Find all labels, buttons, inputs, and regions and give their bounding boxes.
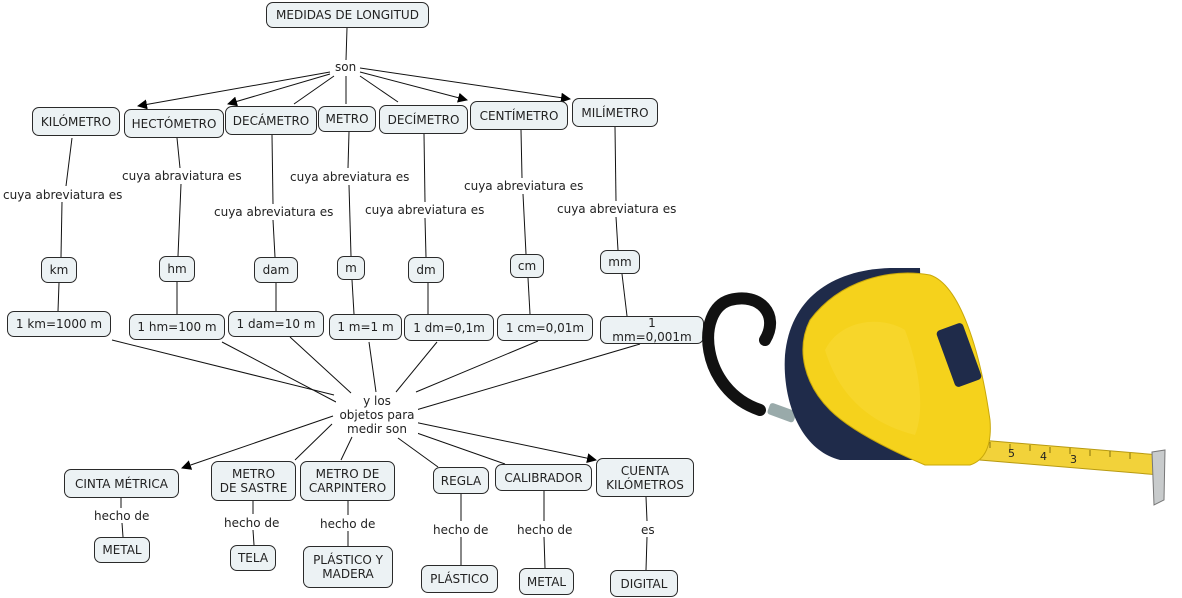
tape-number-5: 5 <box>1008 447 1015 460</box>
connector-line <box>520 129 523 179</box>
object-cuenta-kilometros[interactable]: CUENTA KILÓMETROS <box>596 458 694 497</box>
object-metro-carpintero[interactable]: METRO DE CARPINTERO <box>300 461 395 501</box>
object-metro-sastre[interactable]: METRO DE SASTRE <box>211 461 296 501</box>
link-abbr-mm: cuya abreviatura es <box>556 202 678 216</box>
connector-line <box>351 279 355 315</box>
connector-line <box>252 529 255 546</box>
connector-line <box>294 423 333 461</box>
connector-line <box>615 216 619 251</box>
unit-metro[interactable]: METRO <box>318 106 376 132</box>
link-abbr-m: cuya abreviatura es <box>289 170 411 184</box>
material-metal-2[interactable]: METAL <box>519 568 574 595</box>
connector-line <box>359 75 399 103</box>
connector-line <box>413 421 597 464</box>
equiv-dm[interactable]: 1 dm=0,1m <box>404 314 494 341</box>
connector-line <box>177 183 182 257</box>
connector-line <box>423 133 426 203</box>
unit-hectometro[interactable]: HECTÓMETRO <box>124 109 224 138</box>
link-abbr-dm: cuya abreviatura es <box>364 203 486 217</box>
unit-decametro[interactable]: DECÁMETRO <box>225 106 317 135</box>
material-plastico[interactable]: PLÁSTICO <box>421 565 498 593</box>
link-abbr-km: cuya abreviatura es <box>2 188 124 202</box>
connector-line <box>340 436 353 461</box>
abbr-cm[interactable]: cm <box>510 254 544 278</box>
object-regla[interactable]: REGLA <box>433 467 489 494</box>
equiv-m[interactable]: 1 m=1 m <box>329 314 402 340</box>
connector-line <box>424 217 427 258</box>
connector-line <box>121 522 124 538</box>
link-abbr-cm: cuya abreviatura es <box>463 179 585 193</box>
material-digital[interactable]: DIGITAL <box>610 570 678 597</box>
connector-line <box>345 27 348 61</box>
abbr-mm[interactable]: mm <box>600 250 640 274</box>
link-is-digital: es <box>640 523 656 537</box>
link-son: son <box>334 60 358 74</box>
tape-hook <box>1151 449 1166 506</box>
link-objects: y los objetos para medir son <box>336 394 418 436</box>
connector-line <box>57 282 60 312</box>
link-made-of-regla: hecho de <box>432 523 490 537</box>
connector-line <box>181 415 334 470</box>
connector-line <box>348 184 352 257</box>
connector-line <box>221 341 337 403</box>
connector-line <box>543 536 546 569</box>
connector-line <box>60 201 63 258</box>
connector-line <box>65 137 73 187</box>
connector-line <box>176 137 181 169</box>
connector-line <box>368 341 377 393</box>
abbr-dam[interactable]: dam <box>254 257 298 283</box>
link-made-of-calibrador: hecho de <box>516 523 574 537</box>
link-abbr-hm: cuya abraviatura es <box>121 169 243 183</box>
unit-kilometro[interactable]: KILÓMETRO <box>32 107 120 136</box>
link-made-of-carpintero: hecho de <box>319 517 377 531</box>
connector-line <box>413 431 506 465</box>
material-metal-1[interactable]: METAL <box>94 537 150 563</box>
strap-icon <box>702 292 776 416</box>
material-tela[interactable]: TELA <box>230 545 276 571</box>
abbr-hm[interactable]: hm <box>159 256 195 282</box>
connector-line <box>645 496 648 522</box>
abbr-dm[interactable]: dm <box>408 257 444 283</box>
equiv-dam[interactable]: 1 dam=10 m <box>228 311 324 337</box>
unit-decimetro[interactable]: DECÍMETRO <box>379 105 468 134</box>
lock-button <box>936 323 982 387</box>
connector-line <box>289 336 352 394</box>
connector-line <box>522 193 527 255</box>
connector-line <box>415 343 641 411</box>
tape-number-3: 3 <box>1070 453 1077 466</box>
connector-line <box>293 75 335 105</box>
connector-line <box>527 277 531 315</box>
connector-line <box>272 219 276 258</box>
tape-measure-image: 5 4 3 <box>702 268 1166 506</box>
connector-line <box>347 131 350 169</box>
equiv-mm[interactable]: 1 mm=0,001m <box>600 316 704 344</box>
connector-line <box>271 134 274 205</box>
connector-line <box>137 71 331 110</box>
unit-milimetro[interactable]: MILÍMETRO <box>572 98 658 127</box>
abbr-km[interactable]: km <box>41 257 77 283</box>
equiv-km[interactable]: 1 km=1000 m <box>7 311 111 337</box>
root-concept[interactable]: MEDIDAS DE LONGITUD <box>266 2 429 28</box>
connector-line <box>111 339 335 396</box>
connector-line <box>395 341 438 393</box>
link-made-of-cinta: hecho de <box>93 509 151 523</box>
material-plastico-madera[interactable]: PLÁSTICO Y MADERA <box>303 546 393 588</box>
connector-line <box>415 340 539 393</box>
equiv-cm[interactable]: 1 cm=0,01m <box>497 314 593 341</box>
link-abbr-dam: cuya abreviatura es <box>213 205 335 219</box>
unit-centimetro[interactable]: CENTÍMETRO <box>470 101 568 130</box>
tape-number-4: 4 <box>1040 450 1047 463</box>
connector-line <box>614 126 617 202</box>
abbr-m[interactable]: m <box>337 256 365 280</box>
object-calibrador[interactable]: CALIBRADOR <box>495 464 592 491</box>
connector-line <box>359 67 571 103</box>
connector-line <box>621 273 628 317</box>
connector-line <box>227 73 331 107</box>
object-cinta-metrica[interactable]: CINTA MÉTRICA <box>64 469 179 498</box>
equiv-hm[interactable]: 1 hm=100 m <box>129 314 225 340</box>
connector-line <box>397 437 439 468</box>
link-made-of-sastre: hecho de <box>223 516 281 530</box>
connector-line <box>645 536 648 571</box>
connector-line <box>359 71 468 103</box>
